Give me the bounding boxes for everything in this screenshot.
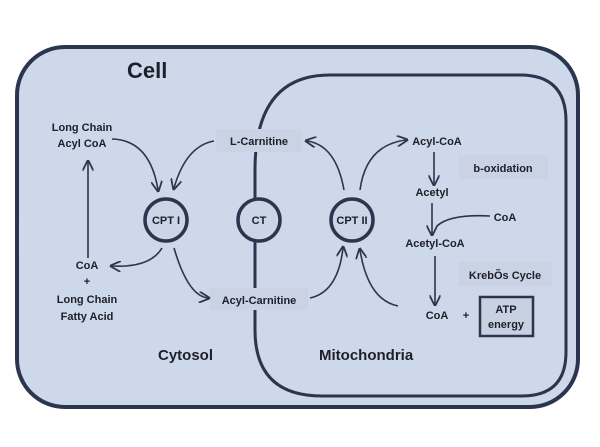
arrow-l-carnitine-to-cpt1 xyxy=(174,140,215,188)
ct-label: CT xyxy=(252,215,267,227)
arrow-cpt1-to-coa xyxy=(112,247,163,266)
cpt1-label: CPT I xyxy=(152,215,180,227)
acyl-carnitine-label: Acyl-Carnitine xyxy=(222,295,297,307)
mitochondria-label: Mitochondria xyxy=(319,347,414,364)
atp-box xyxy=(478,295,535,338)
long-chain-acyl-coa-line-2: Acyl CoA xyxy=(58,138,107,150)
acyl-carnitine-box xyxy=(210,288,308,310)
acyl-coa-label: Acyl-CoA xyxy=(412,136,462,148)
coa-output-label: CoA xyxy=(426,310,449,322)
coa-fatty-acid-line-1: CoA xyxy=(76,260,99,272)
krebs-cycle-label: KrebÕs Cycle xyxy=(469,269,541,282)
b-oxidation-box xyxy=(459,155,548,179)
arrow-cpt1-to-acyl-carnitine xyxy=(173,247,208,298)
coa-fatty-acid-line-3: Long Chain xyxy=(57,294,118,306)
l-carnitine-label: L-Carnitine xyxy=(230,136,288,148)
arrow-cpt2-to-acyl-coa xyxy=(359,140,406,191)
plus-sign: + xyxy=(463,310,469,322)
cytosol-label: Cytosol xyxy=(158,347,213,364)
acetyl-coa-label: Acetyl-CoA xyxy=(405,238,464,250)
b-oxidation-label: b-oxidation xyxy=(473,163,533,175)
arrow-acyl-carnitine-to-cpt2 xyxy=(309,248,343,299)
atp-label-line-2: energy xyxy=(488,319,525,331)
coa-fatty-acid-line-4: Fatty Acid xyxy=(61,311,114,323)
coa-input-label: CoA xyxy=(494,212,517,224)
coa-fatty-acid-line-2: + xyxy=(84,276,90,288)
l-carnitine-box xyxy=(216,129,302,152)
atp-label-line-1: ATP xyxy=(495,304,516,316)
cell-label: Cell xyxy=(127,58,167,83)
arrow-acyl-coa-to-cpt1 xyxy=(111,138,158,190)
cpt2-enzyme xyxy=(329,197,375,243)
arrow-coa-joins xyxy=(436,214,491,227)
long-chain-acyl-coa-line-1: Long Chain xyxy=(52,122,113,134)
krebs-cycle-box xyxy=(459,262,552,286)
arrow-cpt2-to-l-carnitine xyxy=(307,141,345,191)
acetyl-label: Acetyl xyxy=(415,187,448,199)
arrow-coa-to-cpt2 xyxy=(360,250,399,307)
cpt2-label: CPT II xyxy=(336,215,367,227)
pathway-arrows xyxy=(88,138,491,307)
ct-enzyme xyxy=(236,197,282,243)
cpt1-enzyme xyxy=(143,197,189,243)
